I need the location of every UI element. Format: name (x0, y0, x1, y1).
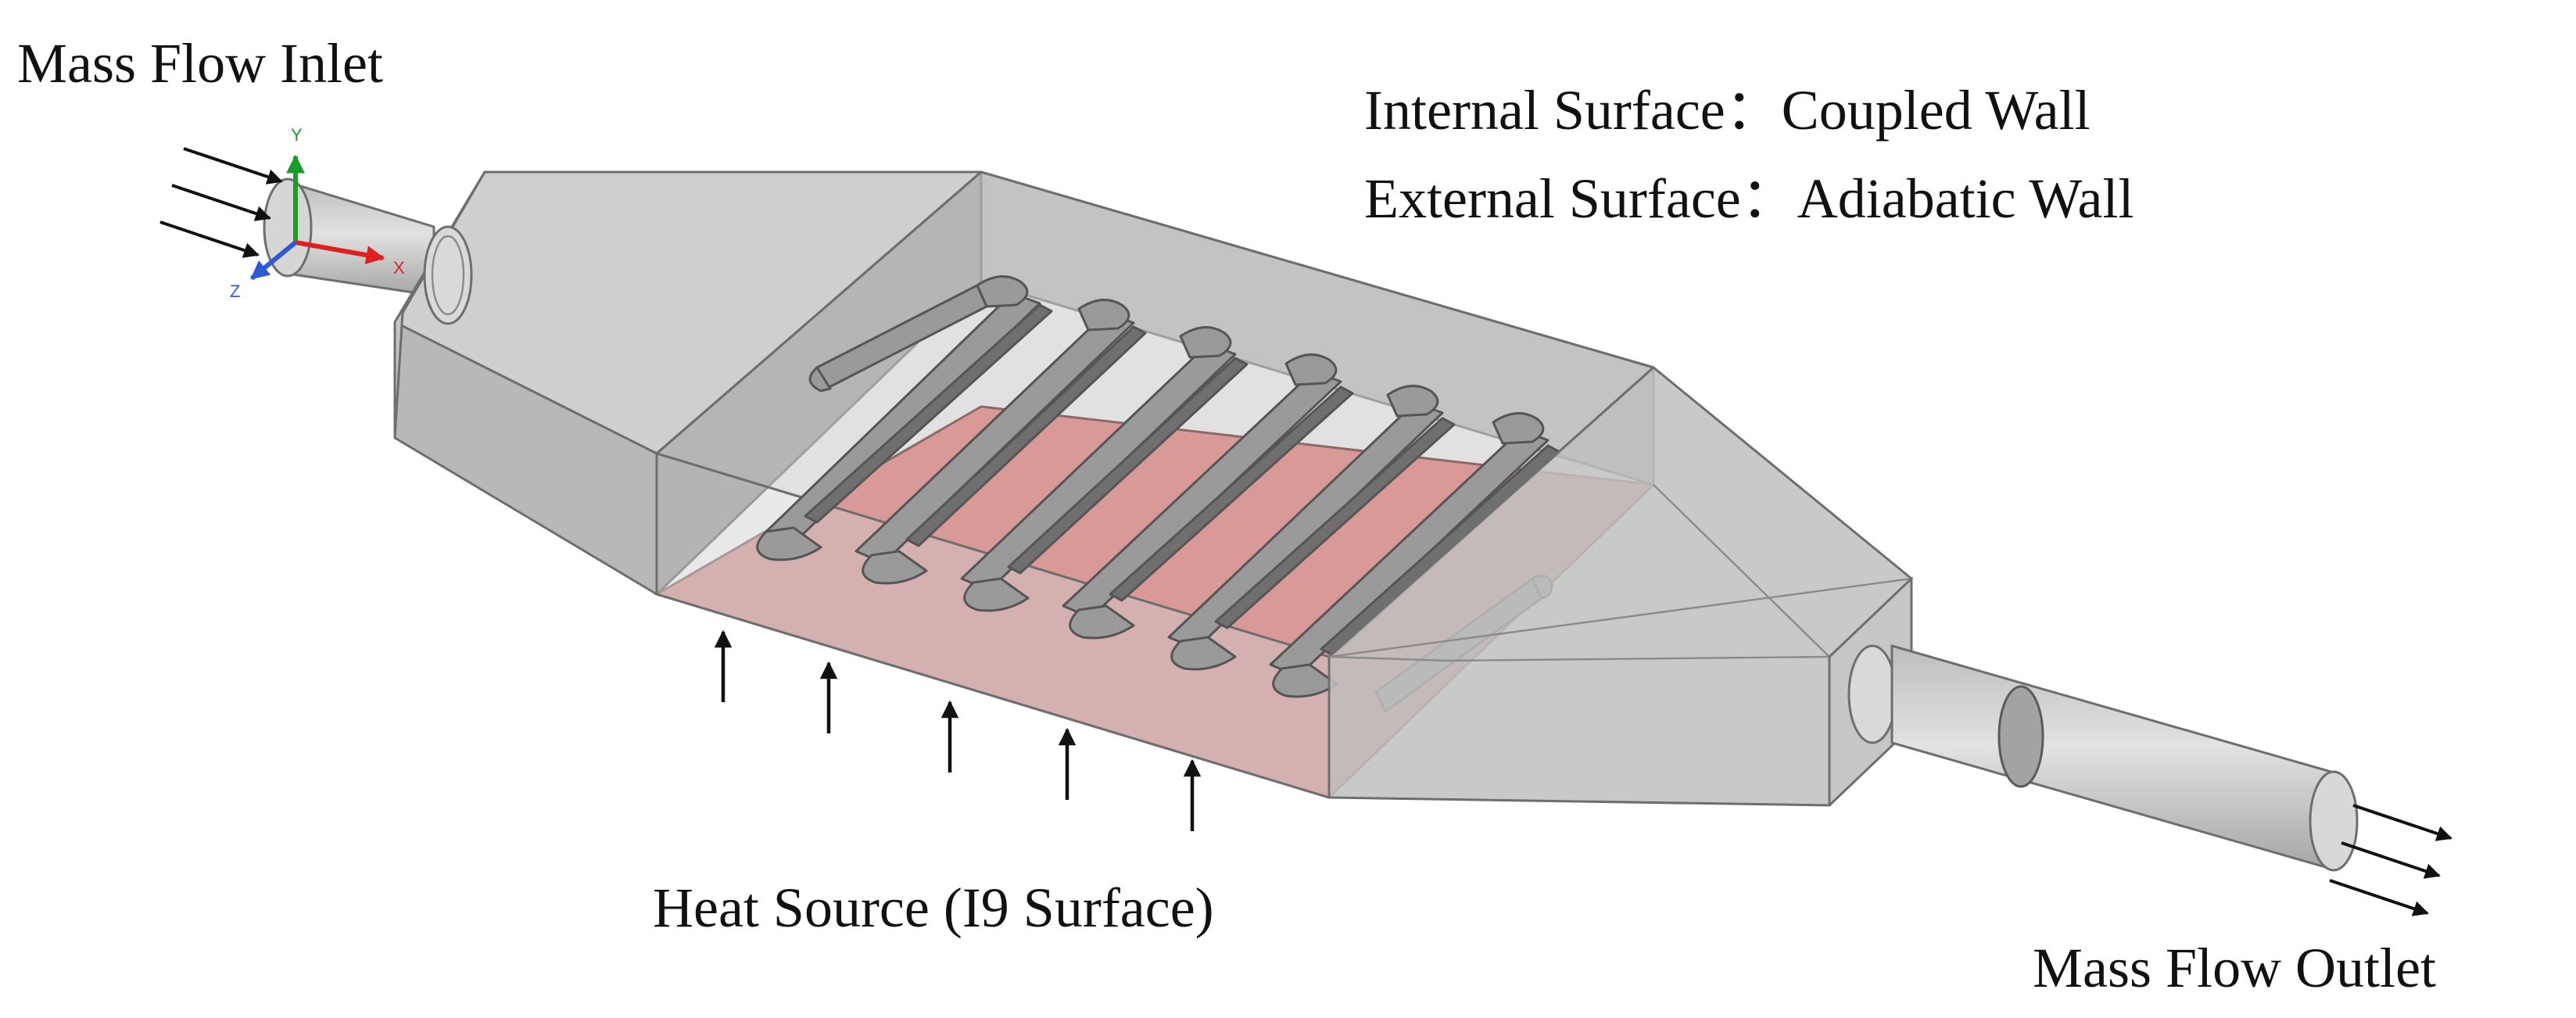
coordinate-triad-icon: Y X Z (230, 125, 405, 301)
flow-arrow-icon (2352, 804, 2452, 841)
flow-arrow-icon (2341, 841, 2441, 879)
heat-source-label: Heat Source (I9 Surface) (653, 876, 1214, 939)
flow-arrow-icon (171, 184, 271, 221)
inlet-flow-arrows (159, 147, 283, 258)
axis-z-label: Z (230, 281, 240, 301)
heat-source-arrows (714, 629, 1202, 831)
flow-arrow-icon (183, 147, 283, 185)
flow-arrow-icon (159, 220, 260, 258)
inlet-plenum (393, 170, 983, 596)
inlet-label: Mass Flow Inlet (17, 32, 383, 95)
outlet-label: Mass Flow Outlet (2033, 937, 2436, 999)
outlet-pipe (1890, 644, 2359, 872)
external-surface-label: External Surface：Adiabatic Wall (1364, 167, 2134, 230)
axis-y-label: Y (291, 125, 303, 145)
inlet-pipe (263, 177, 435, 297)
flow-arrow-icon (2329, 879, 2429, 916)
axis-x-label: X (393, 258, 405, 278)
outlet-flow-arrows (2329, 804, 2452, 916)
internal-surface-label: Internal Surface：Coupled Wall (1364, 79, 2091, 142)
